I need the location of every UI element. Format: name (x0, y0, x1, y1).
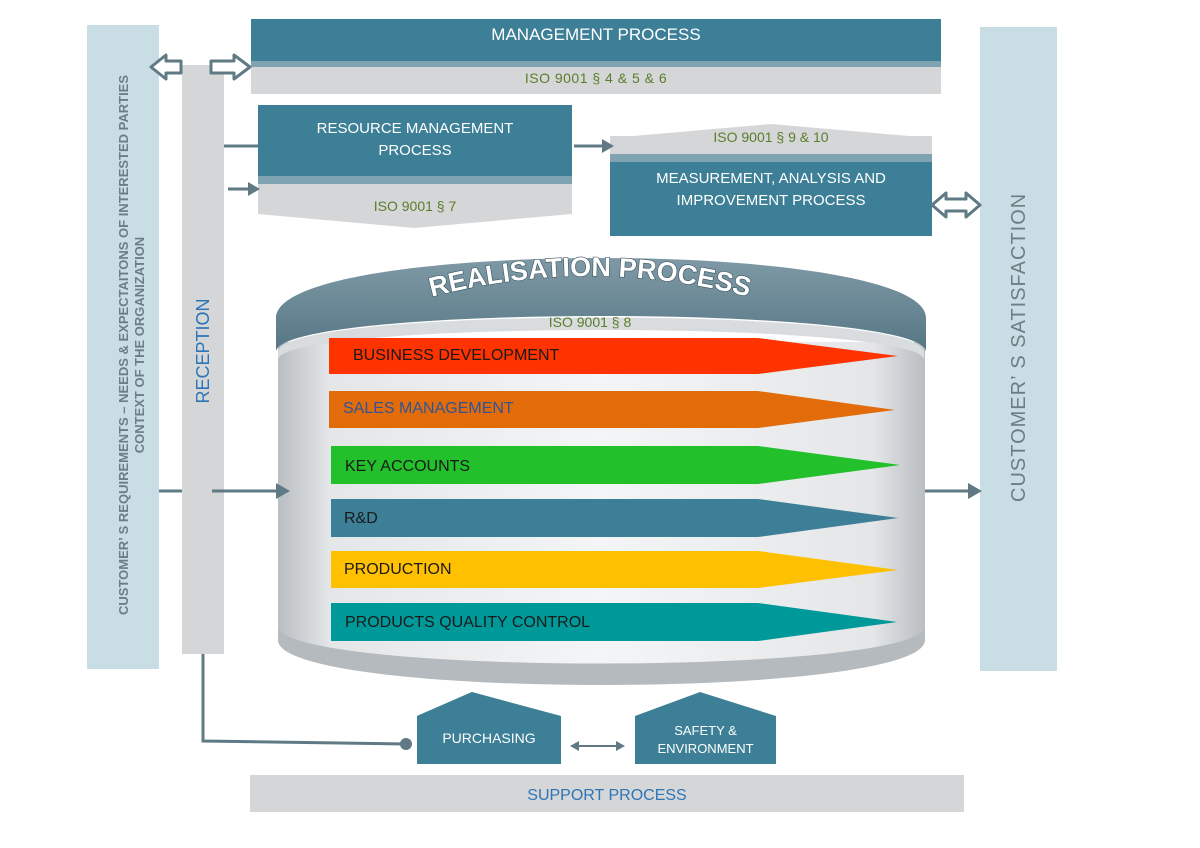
reception-label: RECEPTION (193, 298, 213, 404)
purchasing-label: PURCHASING (442, 730, 536, 746)
band-label-sales-management: SALES MANAGEMENT (343, 400, 514, 417)
support-label: SUPPORT PROCESS (527, 787, 687, 804)
measurement-box (610, 162, 932, 236)
reception-column (182, 65, 224, 654)
management-ref-box (251, 67, 941, 94)
management-title: MANAGEMENT PROCESS (491, 25, 701, 44)
reception-realisation-arrowhead-icon (276, 483, 290, 499)
satisfaction-label: CUSTOMER’ S SATISFACTION (1008, 192, 1030, 502)
band-sales-management (329, 391, 895, 428)
left-hollow-arrow-icon (149, 53, 183, 81)
measurement-title-2: IMPROVEMENT PROCESS (676, 192, 866, 209)
realisation-satisfaction-arrowhead-icon (968, 483, 982, 499)
purchasing-safety-right-head-icon (616, 741, 625, 751)
resource-ref-box (258, 184, 572, 228)
cylinder-bottom-rim (278, 626, 925, 685)
band-business-development (329, 338, 898, 374)
band-quality-control (331, 603, 897, 641)
band-label-production: PRODUCTION (344, 561, 452, 578)
band-production (331, 551, 898, 588)
measurement-divider (610, 154, 932, 162)
measurement-ref-body (610, 136, 932, 154)
requirements-label-2: CONTEXT OF THE ORGANIZATION (132, 236, 147, 454)
band-rnd (331, 499, 898, 537)
realisation-ref: ISO 9001 § 8 (548, 314, 632, 330)
band-label-quality-control: PRODUCTS QUALITY CONTROL (345, 614, 591, 631)
management-box (251, 19, 941, 61)
reception-resource-arrowhead-icon (248, 182, 260, 196)
resource-ref: ISO 9001 § 7 (373, 198, 457, 214)
band-label-key-accounts: KEY ACCOUNTS (345, 458, 471, 475)
measurement-ref: ISO 9001 § 9 & 10 (713, 129, 829, 145)
safety-label-2: ENVIRONMENT (657, 741, 754, 756)
resource-box (258, 105, 572, 176)
connector-dot-icon (400, 738, 412, 750)
requirements-column (87, 25, 159, 669)
cylinder-top-inner (278, 317, 924, 360)
safety-box (635, 692, 776, 764)
safety-label-1: SAFETY & (674, 723, 737, 738)
satisfaction-column (980, 27, 1057, 671)
band-label-rnd: R&D (344, 510, 378, 527)
management-ref: ISO 9001 § 4 & 5 & 6 (524, 70, 668, 86)
measurement-satisfaction-arrow-icon (930, 191, 982, 219)
purchasing-safety-left-head-icon (570, 741, 579, 751)
reception-purchasing-connector (201, 654, 407, 746)
resource-title-2: PROCESS (378, 142, 452, 159)
management-divider (251, 61, 941, 67)
purchasing-roof (417, 692, 561, 764)
right-hollow-arrow-icon (209, 53, 252, 81)
resource-divider (258, 176, 572, 184)
resource-measurement-arrowhead-icon (602, 139, 614, 153)
band-label-business-development: BUSINESS DEVELOPMENT (353, 347, 560, 364)
resource-title-1: RESOURCE MANAGEMENT (316, 120, 514, 137)
support-box (250, 775, 964, 812)
measurement-title-1: MEASUREMENT, ANALYSIS AND (656, 170, 886, 187)
band-key-accounts (331, 446, 900, 484)
cylinder-top (276, 258, 926, 352)
